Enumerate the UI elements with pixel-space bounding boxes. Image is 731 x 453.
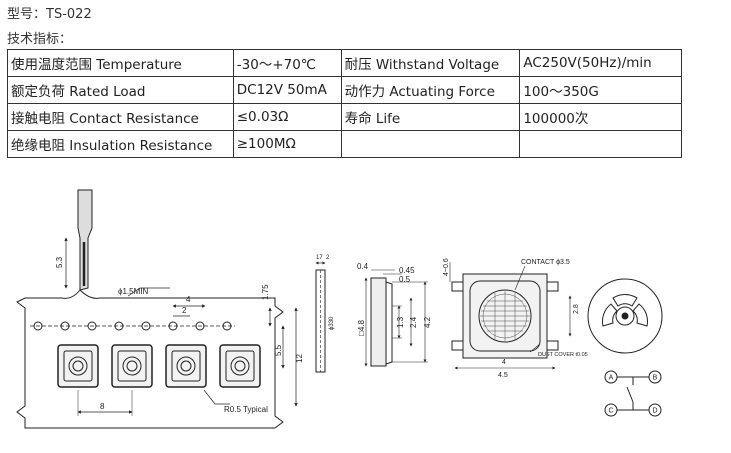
spec-label: 使用温度范围 Temperature — [7, 49, 234, 77]
dim-2-side: 2 — [326, 255, 330, 261]
dim-4-2: 4.2 — [423, 316, 432, 328]
spec-label: 动作力 Actuating Force — [340, 76, 521, 104]
model-line: 型号：TS-022 — [7, 3, 92, 22]
spec-value: AC250V(50Hz)/min — [519, 49, 682, 77]
radius-note: R0.5 Typical — [224, 405, 268, 414]
spec-value: 100000次 — [519, 103, 682, 131]
dim-12: 12 — [295, 354, 304, 363]
dim-2-8: 2.8 — [573, 304, 580, 314]
circuit-diagram — [604, 370, 662, 417]
spec-label: 寿命 Life — [340, 103, 521, 131]
model-label: 型号： — [7, 7, 47, 22]
dim-2-4: 2.4 — [409, 316, 418, 328]
reel-side-view — [315, 261, 326, 373]
terminal-b: B — [653, 375, 658, 382]
dim-4: 4 — [186, 295, 191, 304]
dim-1-3: 1.3 — [396, 316, 405, 328]
dim-2: 2 — [182, 306, 187, 315]
dim-5-5: 5.5 — [274, 344, 283, 356]
spec-table: 使用温度范围 Temperature -30～+70℃ 耐压 Withstand… — [7, 49, 682, 158]
dim-4-0-6: 4~0.6 — [443, 258, 450, 276]
spec-label: 接触电阻 Contact Resistance — [7, 103, 234, 131]
model-value: TS-022 — [46, 7, 92, 22]
table-row: 接触电阻 Contact Resistance ≤0.03Ω 寿命 Life 1… — [7, 103, 682, 131]
terminal-a: A — [609, 375, 614, 382]
dim-0-4: 0.4 — [357, 262, 369, 271]
spec-value: 100～350G — [519, 76, 682, 104]
spec-label: 额定负荷 Rated Load — [7, 76, 234, 104]
circuit-labels: A B C D — [608, 375, 657, 415]
table-row: 额定负荷 Rated Load DC12V 50mA 动作力 Actuating… — [7, 76, 682, 104]
hole-label: ϕ1.5MIN — [118, 287, 148, 296]
table-row: 使用温度范围 Temperature -30～+70℃ 耐压 Withstand… — [7, 49, 682, 77]
contact-hatching — [480, 291, 530, 341]
spec-label: 耐压 Withstand Voltage — [340, 49, 521, 77]
dim-17: 17 — [316, 255, 323, 261]
spec-label — [340, 130, 521, 158]
tape-drawing — [16, 189, 298, 429]
terminal-d: D — [652, 408, 657, 415]
dim-0-45: 0.45 — [399, 266, 415, 275]
table-row: 绝缘电阻 Insulation Resistance ≥100MΩ — [7, 130, 682, 158]
dust-cover-label: DUST COVER t0.05 — [538, 352, 588, 358]
dim-1-75: 1.75 — [261, 284, 270, 300]
spec-value: -30～+70℃ — [232, 49, 342, 77]
spec-heading: 技术指标： — [7, 32, 73, 47]
technical-drawing: 5.3 ϕ1.5MIN 4 2 1.75 5.5 12 8 R0.5 Typic… — [16, 189, 663, 429]
dim-4-8: □4.8 — [357, 319, 366, 336]
dim-0-5: 0.5 — [399, 275, 411, 284]
top-view — [449, 262, 572, 370]
spec-label: 绝缘电阻 Insulation Resistance — [7, 130, 234, 158]
tape-labels: 5.3 ϕ1.5MIN 4 2 1.75 5.5 12 8 R0.5 Typic… — [55, 256, 304, 414]
dim-330: ϕ330 — [329, 316, 335, 330]
reel-front-view — [587, 278, 663, 354]
dim-4-5: 4.5 — [498, 372, 508, 379]
spec-value: ≥100MΩ — [232, 130, 342, 158]
top-view-labels: CONTACT ϕ3.5 4~0.6 2.8 DUST COVER t0.05 … — [443, 258, 588, 379]
tape-pockets — [57, 344, 261, 388]
profile-view — [364, 269, 428, 367]
dim-4-top: 4 — [502, 359, 506, 366]
dim-5-3: 5.3 — [55, 256, 64, 268]
contact-label: CONTACT ϕ3.5 — [521, 259, 570, 266]
profile-labels: 0.4 0.45 0.5 □4.8 1.3 2.4 4.2 — [357, 262, 432, 336]
spec-value — [519, 130, 682, 158]
terminal-c: C — [608, 408, 613, 415]
reel-side-labels: 17 2 ϕ330 — [316, 255, 335, 330]
spec-value: DC12V 50mA — [232, 76, 342, 104]
dim-8: 8 — [100, 402, 105, 411]
spec-value: ≤0.03Ω — [232, 103, 342, 131]
